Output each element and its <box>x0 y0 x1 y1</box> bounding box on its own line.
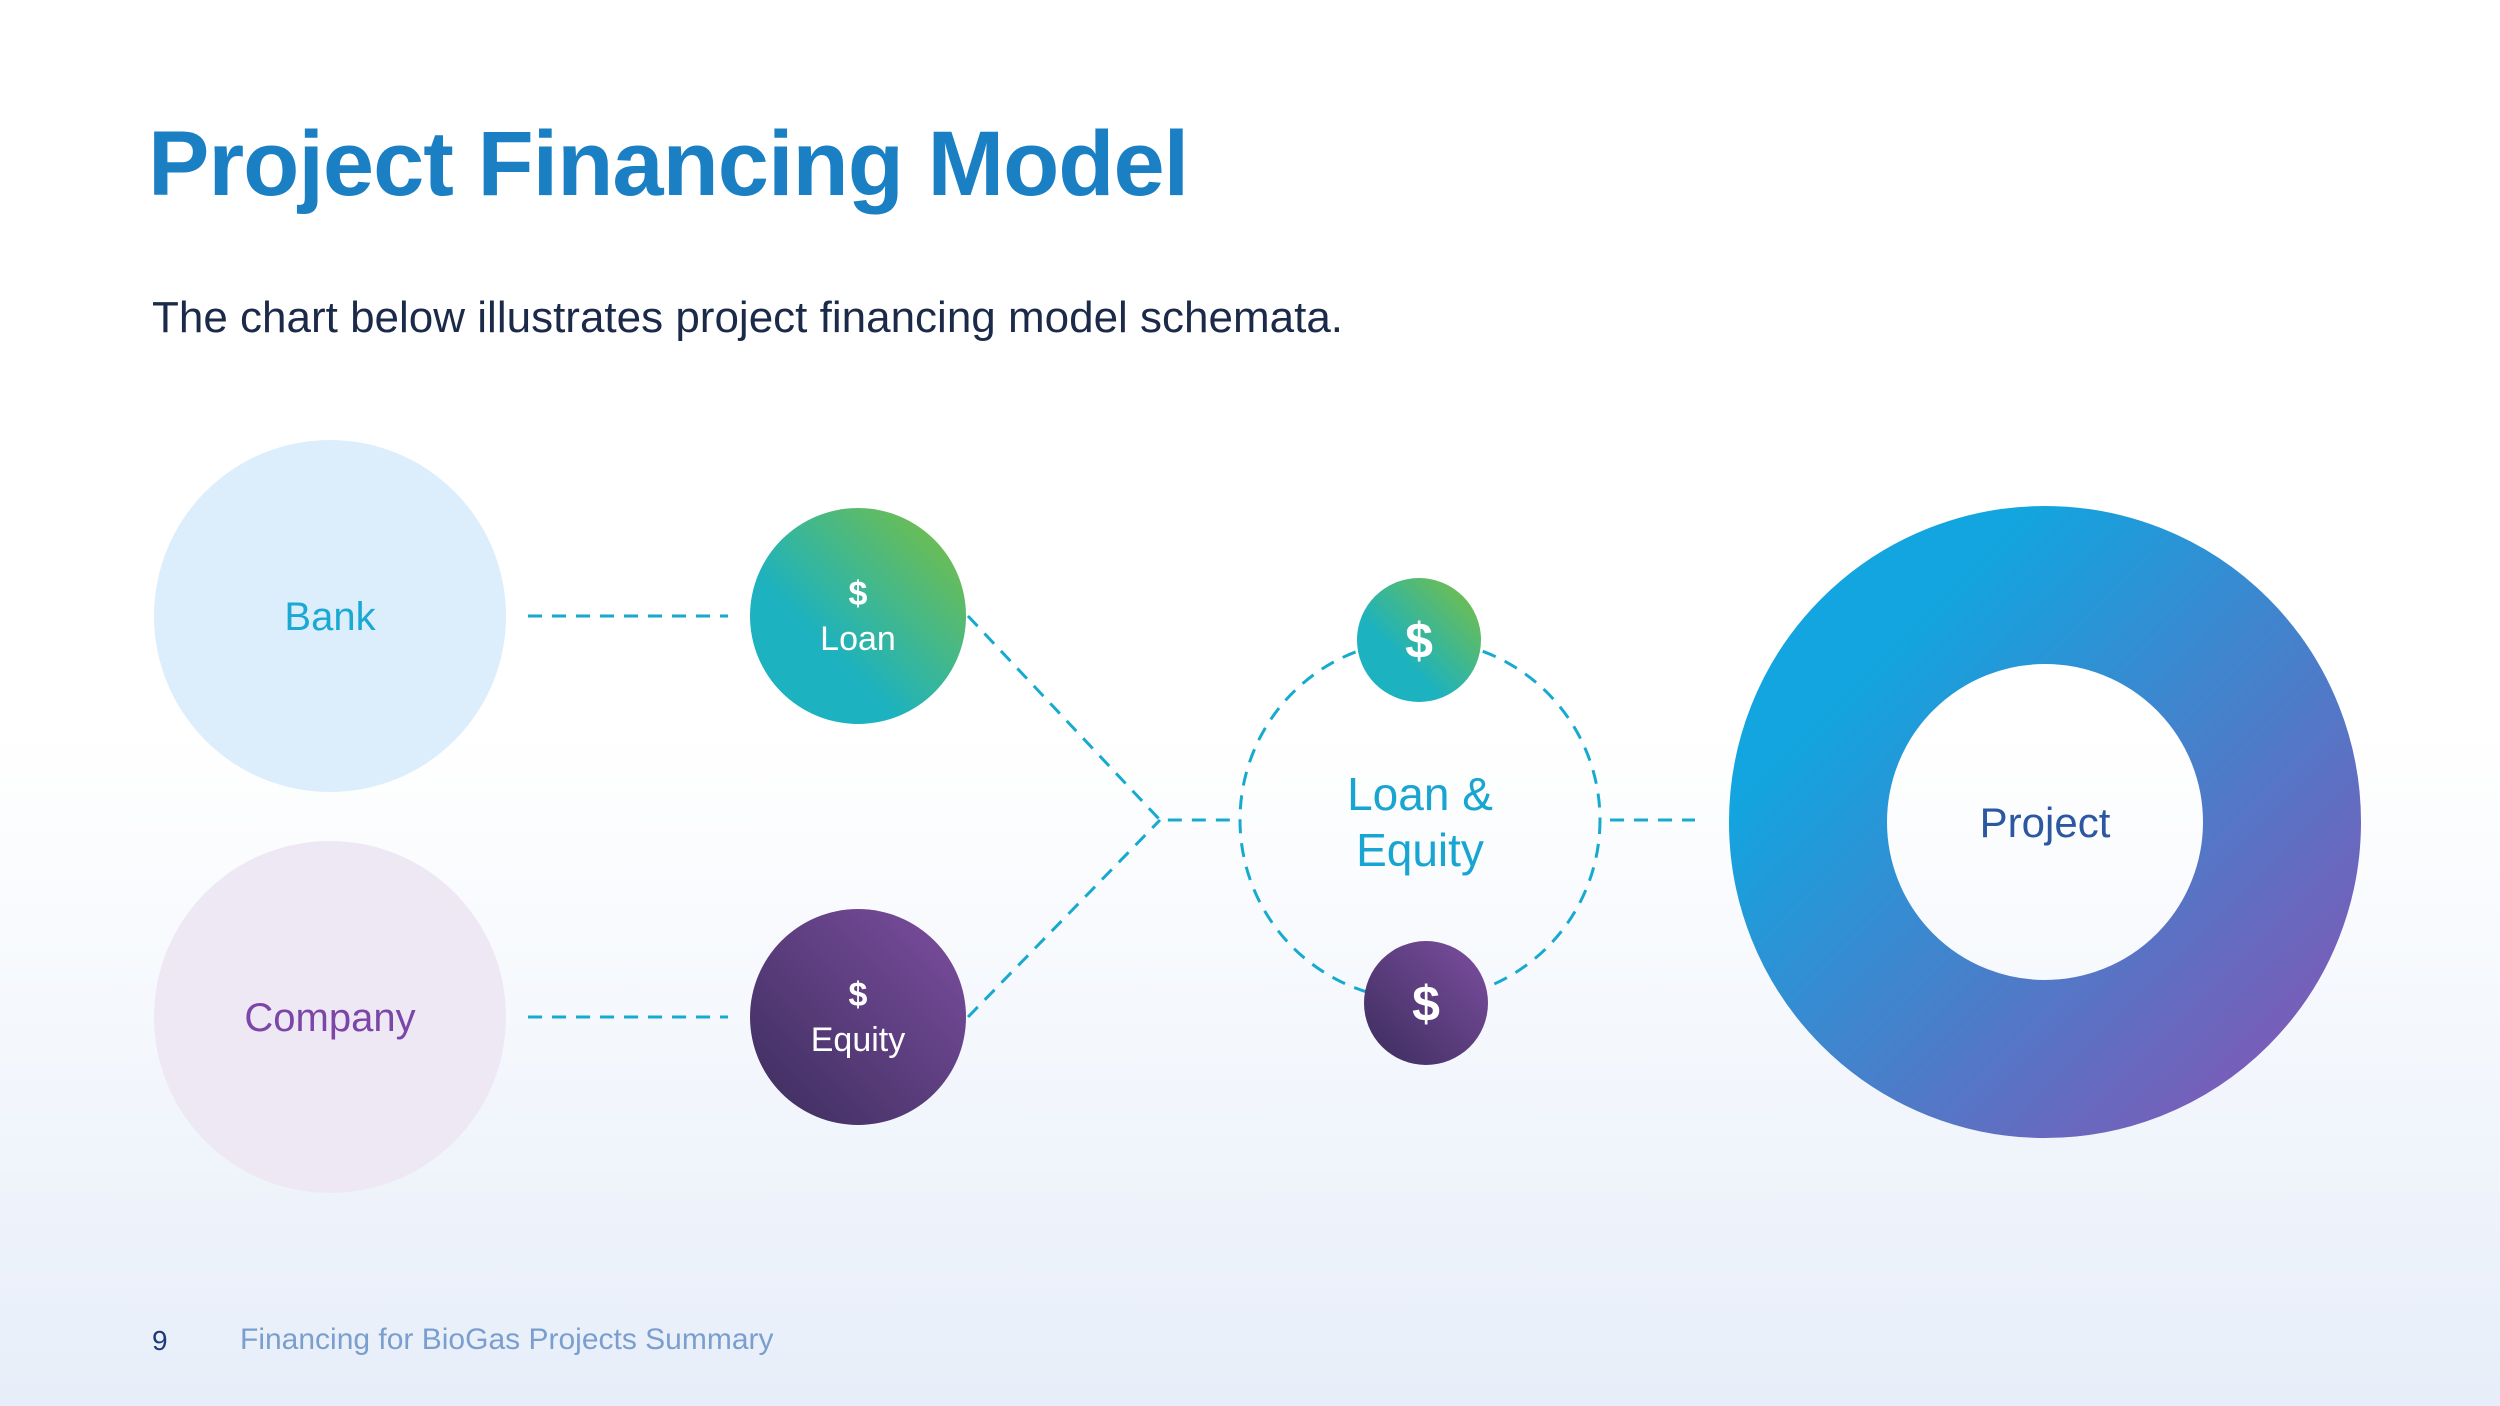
combined-label-line2: Equity <box>1356 824 1484 876</box>
equity-to-merge-connector <box>966 818 1162 1019</box>
combined-label-line1: Loan & <box>1347 768 1493 820</box>
slide-subtitle: The chart below illustrates project fina… <box>152 293 1344 342</box>
project-label: Project <box>1980 799 2111 846</box>
combined-equity-coin <box>1364 941 1488 1065</box>
loan-circle <box>750 508 966 724</box>
company-circle <box>154 841 506 1193</box>
page-number: 9 <box>152 1325 168 1356</box>
connector-lines <box>528 614 1695 1019</box>
combined-loan-dollar-icon: $ <box>1405 613 1433 669</box>
footer-text: Financing for BioGas Projects Summary <box>240 1323 774 1356</box>
equity-circle <box>750 909 966 1125</box>
bank-circle <box>154 440 506 792</box>
loan-dollar-icon: $ <box>849 575 868 613</box>
equity-dollar-icon: $ <box>849 976 868 1014</box>
equity-label: Equity <box>811 1021 906 1059</box>
project-ring <box>1729 506 2361 1138</box>
combined-loan-coin <box>1357 578 1481 702</box>
bank-label: Bank <box>284 595 376 639</box>
company-label: Company <box>244 996 415 1040</box>
combined-equity-dollar-icon: $ <box>1412 976 1440 1032</box>
loan-to-merge-connector <box>966 614 1240 822</box>
loan-label: Loan <box>820 620 896 658</box>
slide-title: Project Financing Model <box>148 113 1189 215</box>
